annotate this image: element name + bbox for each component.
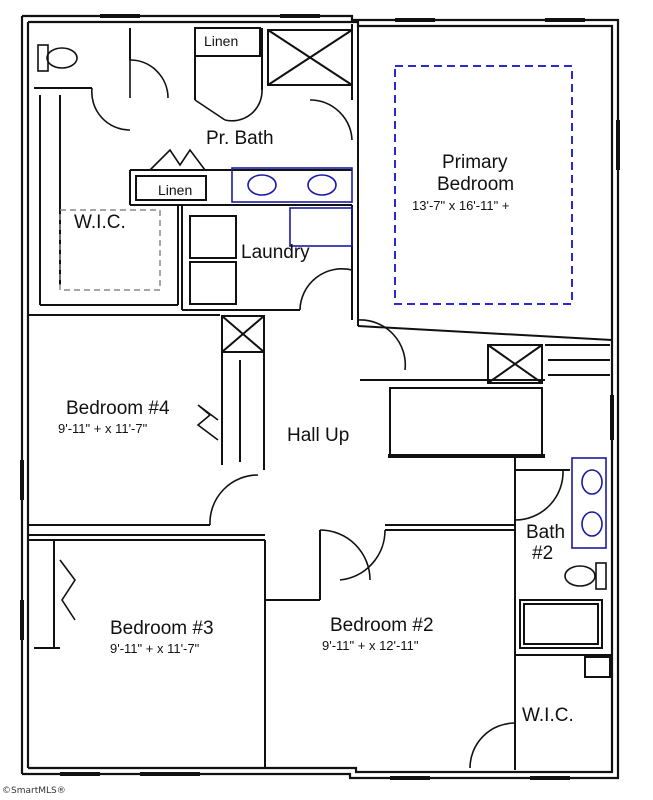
primary-bedroom-dims: 13'-7" x 16'-11" + bbox=[412, 198, 510, 213]
bath2-label-2: #2 bbox=[532, 543, 554, 564]
bath2-label-1: Bath bbox=[526, 522, 566, 543]
bedroom3-dims: 9'-11" + x 11'-7" bbox=[110, 641, 200, 656]
linen-bottom-label: Linen bbox=[158, 182, 193, 198]
wic-right-label: W.I.C. bbox=[522, 705, 574, 726]
pr-bath-label: Pr. Bath bbox=[206, 128, 274, 149]
bedroom2-dims: 9'-11" + x 12'-11" bbox=[322, 638, 419, 653]
bath-fixtures bbox=[231, 167, 607, 549]
exterior-walls bbox=[20, 14, 620, 780]
hall-label: Hall Up bbox=[287, 425, 350, 446]
interior-walls bbox=[28, 24, 613, 770]
watermark: ©SmartMLS® bbox=[2, 786, 66, 796]
wic-left-label: W.I.C. bbox=[74, 212, 126, 233]
toilet-icons bbox=[37, 44, 607, 590]
linen-top-label: Linen bbox=[204, 33, 239, 49]
door-swings bbox=[59, 59, 564, 769]
bedroom4-dims: 9'-11" + x 11'-7" bbox=[58, 421, 148, 436]
bedroom3-label: Bedroom #3 bbox=[110, 618, 214, 639]
bedroom2-label: Bedroom #2 bbox=[330, 615, 434, 636]
primary-bedroom-label-1: Primary bbox=[442, 152, 508, 173]
dashed-outlines bbox=[59, 65, 573, 305]
laundry-label: Laundry bbox=[241, 242, 310, 263]
primary-bedroom-label-2: Bedroom bbox=[437, 174, 515, 195]
bedroom4-label: Bedroom #4 bbox=[66, 398, 170, 419]
